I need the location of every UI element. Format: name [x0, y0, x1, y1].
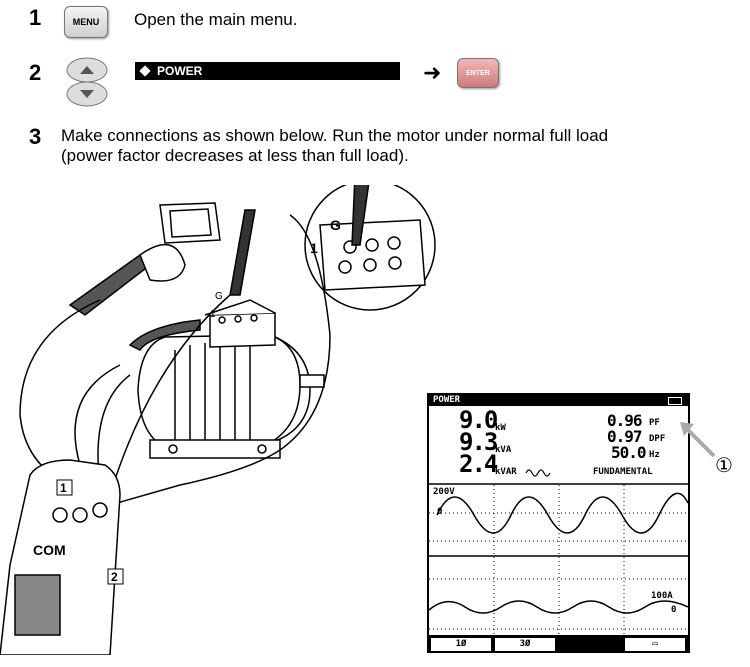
connection-diagram: G 1 G 1 1 2 COM [0, 185, 436, 655]
step-3-number: 3 [29, 124, 42, 149]
up-arrow-icon [80, 66, 94, 74]
input-2-box [107, 568, 124, 585]
dpf-unit: DPF [649, 434, 666, 444]
pf-unit: PF [649, 418, 660, 428]
softkey-3-phase[interactable]: 3Ø [495, 638, 555, 651]
menu-key[interactable]: MENU [64, 6, 108, 38]
dpf-value: 0.97 [607, 427, 643, 446]
terminal-label-g: G [215, 291, 223, 302]
softkey-1-phase[interactable]: 1Ø [431, 638, 491, 651]
callout-arrow [680, 422, 716, 458]
voltage-waveform [429, 483, 688, 555]
diamond-icon [139, 65, 151, 77]
inset-label-g: G [330, 217, 341, 233]
callout-number: ① [715, 455, 733, 477]
meter-screen: POWER 9.0 kW 9.3 kVA 2.4 kVAR 0.96 PF 0.… [427, 393, 690, 653]
kvar-value: 2.4 [459, 450, 498, 478]
voltage-scale: 200V [433, 487, 455, 497]
hz-value: 50.0 [611, 443, 647, 462]
pf-value: 0.96 [607, 411, 643, 430]
kw-value: 9.0 [459, 406, 498, 434]
motor-illustration [137, 299, 325, 459]
kva-unit: kVA [495, 445, 512, 455]
current-waveform [429, 555, 688, 635]
kva-value: 9.3 [459, 428, 498, 456]
voltage-zero: 0 [437, 507, 443, 517]
test-probes [128, 209, 256, 351]
input-2-label: 2 [111, 570, 118, 584]
kvar-unit: kVAR [495, 467, 517, 477]
input-1-label: 1 [60, 481, 67, 495]
inset-label-1: 1 [310, 240, 318, 256]
softkey-bar: 1Ø 3Ø ▭ [429, 635, 688, 651]
power-menu-item[interactable]: POWER [135, 62, 400, 80]
enter-key[interactable]: ENTER [457, 58, 499, 88]
terminal-label-1: 1 [210, 309, 216, 320]
down-arrow-icon [80, 90, 94, 98]
terminal-inset [304, 185, 436, 311]
up-down-arrow-keys[interactable] [64, 56, 110, 108]
waveform-icon [525, 469, 551, 477]
com-label: COM [33, 542, 66, 558]
current-clamp [68, 202, 221, 316]
mode-label: FUNDAMENTAL [593, 467, 653, 477]
step-3-text: Make connections as shown below. Run the… [61, 126, 609, 165]
step-2-number: 2 [29, 60, 42, 85]
right-arrow-icon: ➜ [423, 60, 442, 85]
power-menu-label: POWER [157, 64, 203, 78]
hz-unit: Hz [649, 450, 660, 460]
fluke-meter [0, 459, 121, 655]
input-1-box [56, 479, 73, 496]
battery-icon [668, 397, 682, 405]
softkey-window-icon[interactable]: ▭ [625, 638, 685, 651]
screen-title-bar: POWER [429, 395, 688, 406]
step-1-text: Open the main menu. [134, 10, 298, 29]
current-zero: 0 [671, 605, 677, 615]
step-1-number: 1 [29, 5, 42, 30]
kw-unit: kW [495, 423, 506, 433]
current-scale: 100A [651, 591, 673, 601]
screen-title: POWER [433, 395, 461, 405]
